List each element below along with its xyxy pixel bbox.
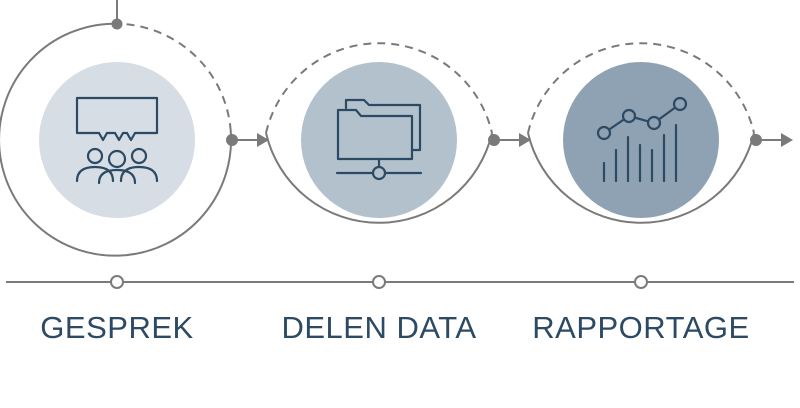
shared-folder-network-icon — [335, 98, 423, 181]
step-fill-rapportage — [563, 62, 719, 218]
line-bar-chart-icon — [596, 96, 688, 183]
step-label-gesprek: GESPREK — [40, 310, 194, 345]
step-ring-rapportage — [527, 42, 755, 224]
timeline-marker-gesprek — [110, 275, 124, 289]
step-label-rapportage: RAPPORTAGE — [532, 310, 750, 345]
top-connector-dot — [111, 18, 123, 30]
step-ring-gesprek — [0, 22, 233, 257]
step-ring-delen-data — [265, 42, 493, 224]
flow-arrow-3 — [750, 133, 793, 147]
conversation-group-icon — [75, 96, 159, 185]
flow-arrow-1 — [226, 133, 269, 147]
step-fill-gesprek — [39, 62, 195, 218]
timeline-marker-delen-data — [372, 275, 386, 289]
flow-arrow-2 — [488, 133, 531, 147]
timeline-marker-rapportage — [634, 275, 648, 289]
step-label-delen-data: DELEN DATA — [281, 310, 477, 345]
step-fill-delen-data — [301, 62, 457, 218]
